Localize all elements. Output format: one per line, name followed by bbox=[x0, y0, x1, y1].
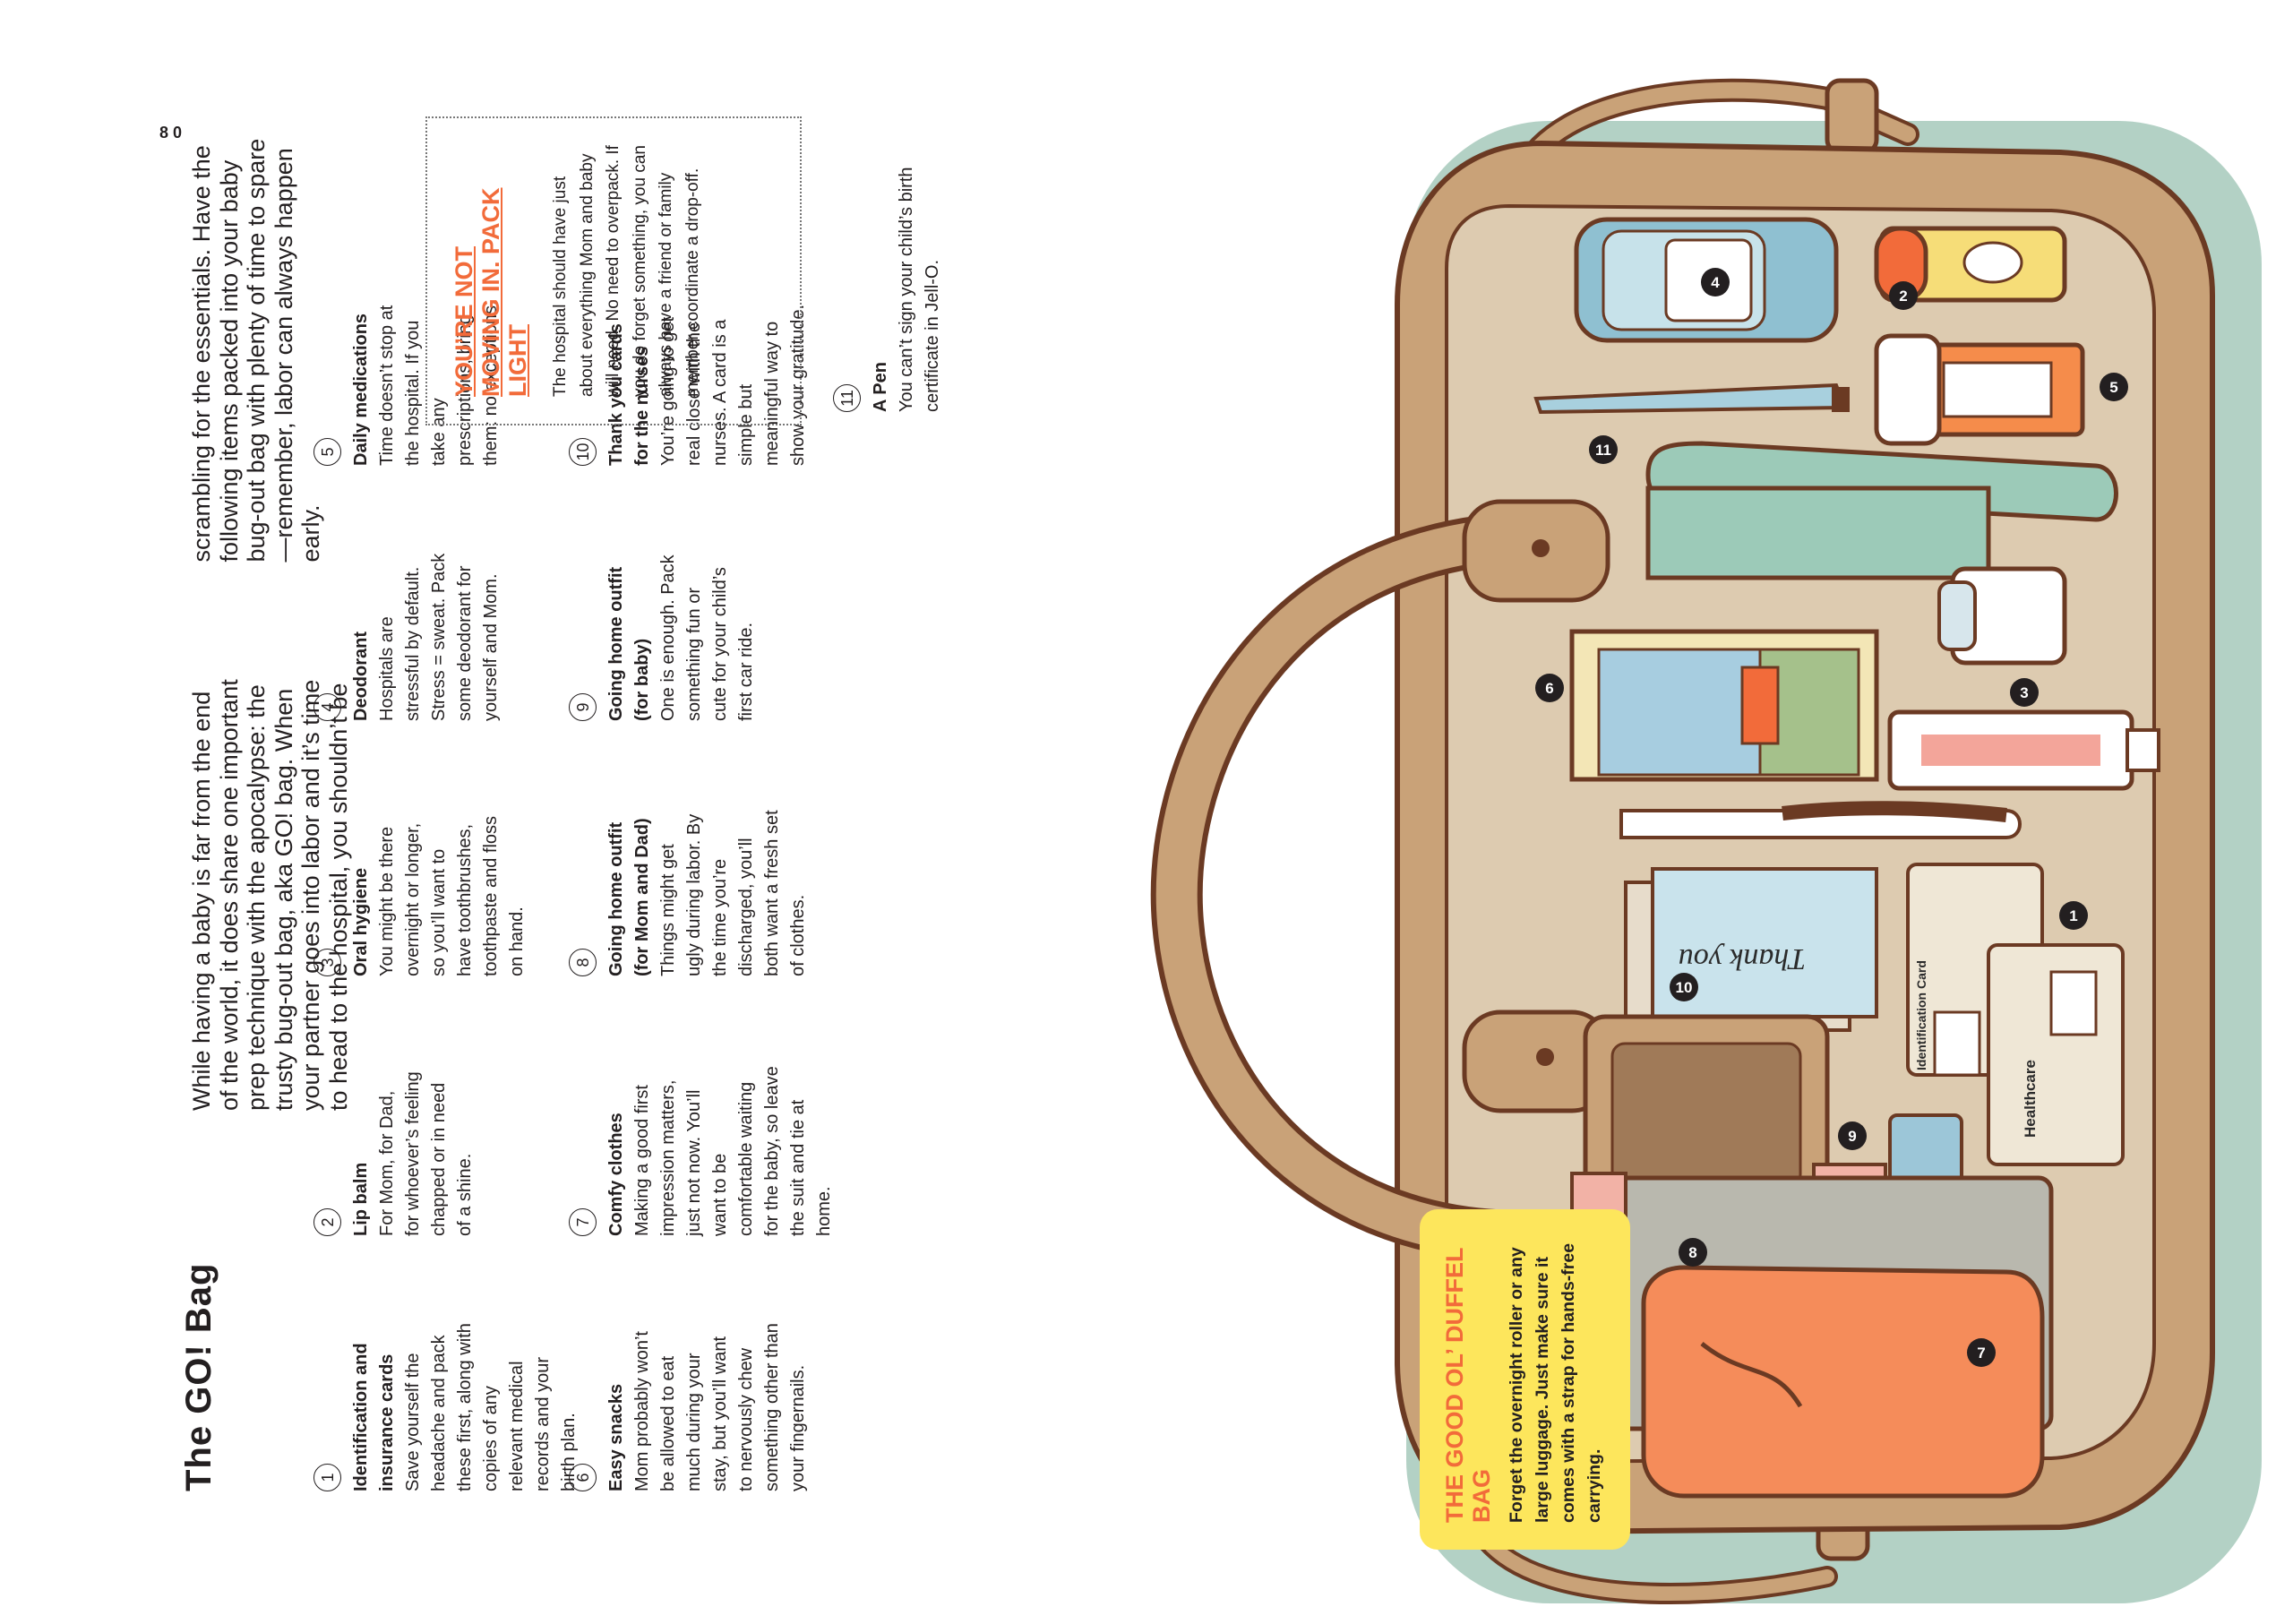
sidebar-title: YOU’RE NOT MOVING IN. PACK LIGHT bbox=[451, 187, 531, 397]
item-number: 4 bbox=[313, 693, 341, 721]
item-heading: Going home outfit (for Mom and Dad) bbox=[606, 818, 652, 976]
item-body: Mom probably won’t be allowed to eat muc… bbox=[632, 1323, 808, 1491]
item-number: 6 bbox=[569, 1464, 597, 1491]
marker-10: 10 bbox=[1676, 979, 1693, 996]
item-body: For Mom, for Dad, for whoever’s feeling … bbox=[377, 1071, 475, 1236]
item-markers: 4 2 5 11 6 3 1 10 9 8 7 bbox=[1535, 268, 2128, 1367]
marker-5: 5 bbox=[2109, 379, 2117, 396]
id-card-text: Identification Card bbox=[1914, 960, 1928, 1070]
luggage-tag-illustration bbox=[1583, 1014, 1830, 1216]
item-body: You might be there overnight or longer, … bbox=[377, 815, 527, 976]
marker-4: 4 bbox=[1711, 274, 1720, 291]
marker-3: 3 bbox=[2020, 684, 2028, 701]
marker-6: 6 bbox=[1545, 680, 1553, 697]
thank-you-card-text: Thank you bbox=[1679, 942, 1807, 975]
item-2: 2 Lip balm For Mom, for Dad, for whoever… bbox=[313, 1066, 478, 1236]
toothpaste-illustration bbox=[1887, 709, 2160, 791]
duffel-bag-callout: THE GOOD OL’ DUFFEL BAG Forget the overn… bbox=[1420, 1209, 1630, 1550]
pen-illustration bbox=[1533, 382, 1850, 415]
healthcare-card-text: Healthcare bbox=[2022, 1060, 2039, 1138]
snacks-illustration bbox=[1569, 629, 1879, 782]
item-4: 4 Deodorant Hospitals are stressful by d… bbox=[313, 551, 504, 721]
text-page: The GO! Bag While having a baby is far f… bbox=[170, 116, 1102, 1491]
toothbrush-illustration bbox=[1619, 801, 2022, 839]
pack-light-sidebar: YOU’RE NOT MOVING IN. PACK LIGHT The hos… bbox=[425, 116, 802, 425]
item-number: 11 bbox=[833, 384, 861, 412]
item-heading: Going home outfit (for baby) bbox=[606, 566, 652, 721]
marker-9: 9 bbox=[1848, 1128, 1856, 1145]
item-number: 3 bbox=[313, 949, 341, 976]
item-heading: Comfy clothes bbox=[606, 1113, 626, 1236]
marker-8: 8 bbox=[1688, 1244, 1696, 1261]
item-number: 7 bbox=[569, 1208, 597, 1236]
item-heading: Lip balm bbox=[351, 1162, 371, 1236]
item-number: 1 bbox=[313, 1464, 341, 1491]
item-number: 5 bbox=[313, 438, 341, 466]
item-body: You can’t sign your child’s birth certif… bbox=[897, 167, 942, 413]
item-6: 6 Easy snacks Mom probably won’t be allo… bbox=[569, 1321, 812, 1491]
item-body: Hospitals are stressful by default. Stre… bbox=[377, 553, 501, 721]
item-11: 11 A Pen You can’t sign your child’s bir… bbox=[833, 143, 946, 412]
item-3: 3 Oral hygiene You might be there overni… bbox=[313, 806, 530, 976]
comb-illustration bbox=[1645, 441, 2118, 580]
callout-title: THE GOOD OL’ DUFFEL BAG bbox=[1441, 1247, 1495, 1523]
item-number: 9 bbox=[569, 693, 597, 721]
item-body: Things might get ugly during labor. By t… bbox=[658, 810, 808, 976]
item-body: Save yourself the headache and pack thes… bbox=[403, 1323, 579, 1491]
item-7: 7 Comfy clothes Making a good first impr… bbox=[569, 1066, 837, 1236]
floss-illustration bbox=[1937, 566, 2067, 666]
sidebar-body: The hospital should have just about ever… bbox=[551, 145, 702, 397]
page-number: 80 bbox=[159, 124, 187, 142]
item-heading: Deodorant bbox=[351, 632, 371, 721]
id-cards-illustration bbox=[1906, 863, 2125, 1166]
item-heading: Easy snacks bbox=[606, 1383, 626, 1491]
comfy-clothes-illustration bbox=[1641, 1265, 2045, 1499]
page-title: The GO! Bag bbox=[179, 1262, 219, 1491]
item-number: 10 bbox=[569, 438, 597, 466]
item-body: One is enough. Pack something fun or cut… bbox=[658, 554, 756, 721]
marker-11: 11 bbox=[1595, 442, 1611, 459]
item-heading: Daily medications bbox=[351, 313, 371, 466]
marker-7: 7 bbox=[1977, 1345, 1985, 1362]
item-9: 9 Going home outfit (for baby) One is en… bbox=[569, 551, 760, 721]
marker-2: 2 bbox=[1899, 288, 1907, 305]
medication-bottle-illustration bbox=[1874, 333, 2085, 446]
item-heading: Identification and insurance cards bbox=[351, 1343, 397, 1491]
marker-1: 1 bbox=[2069, 907, 2077, 924]
item-number: 8 bbox=[569, 949, 597, 976]
item-heading: Oral hygiene bbox=[351, 867, 371, 976]
item-1: 1 Identification and insurance cards Sav… bbox=[313, 1321, 582, 1491]
item-number: 2 bbox=[313, 1208, 341, 1236]
lip-balm-illustration bbox=[1874, 226, 2067, 303]
callout-body: Forget the overnight roller or any large… bbox=[1507, 1242, 1604, 1523]
item-heading: A Pen bbox=[871, 362, 890, 412]
item-body: Making a good first impression matters, … bbox=[632, 1066, 834, 1236]
item-8: 8 Going home outfit (for Mom and Dad) Th… bbox=[569, 806, 812, 976]
